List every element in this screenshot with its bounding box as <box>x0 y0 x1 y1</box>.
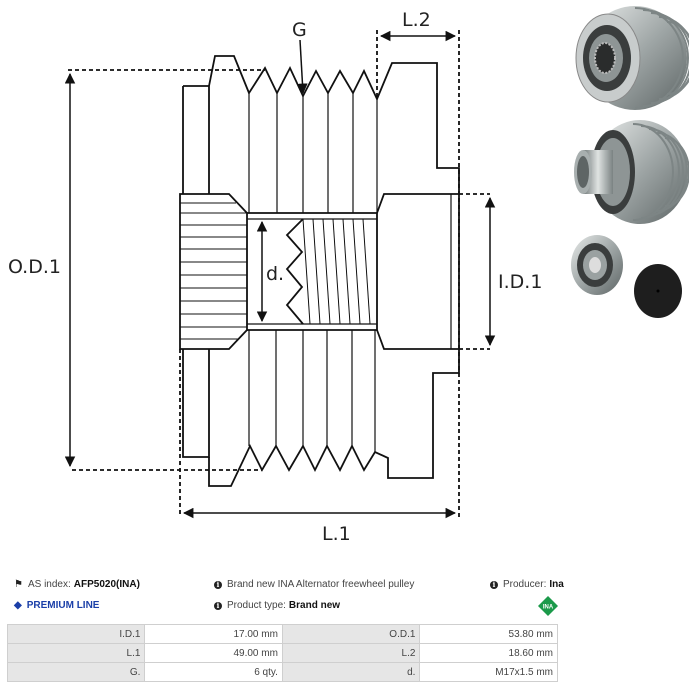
svg-text:INA: INA <box>543 605 554 611</box>
spec-value: 18.60 mm <box>419 643 558 663</box>
product-type-value: Brand new <box>288 600 341 611</box>
spec-key: d. <box>281 662 421 682</box>
spec-key: I.D.1 <box>6 624 146 644</box>
spline-lines <box>180 202 247 340</box>
spec-value: 17.00 mm <box>144 624 283 644</box>
product-type: i Product type: Brand new <box>214 600 340 611</box>
spec-value: M17x1.5 mm <box>419 662 558 682</box>
specs-table: I.D.1 17.00 mm O.D.1 53.80 mm L.1 49.00 … <box>6 624 558 682</box>
bore <box>247 212 378 331</box>
as-index: ⚑ AS index: AFP5020(INA) <box>14 579 140 590</box>
spec-key: L.2 <box>281 643 421 663</box>
spec-value: 6 qty. <box>144 662 283 682</box>
spec-key: L.1 <box>6 643 146 663</box>
technical-drawing: G L.2 O.D.1 I.D.1 d. L.1 <box>8 9 542 545</box>
pulley-side-photo <box>574 120 689 224</box>
extension-lines <box>68 30 490 517</box>
bottom-groove-profile <box>208 349 460 487</box>
label-d: d. <box>266 263 284 285</box>
right-hub <box>376 193 460 350</box>
label-l2: L.2 <box>402 9 431 31</box>
producer-value: Ina <box>549 579 564 590</box>
product-photos <box>571 6 689 318</box>
product-type-label: Product type: <box>227 600 286 611</box>
info-icon: i <box>490 580 498 589</box>
spec-value: 53.80 mm <box>419 624 558 644</box>
table-row: I.D.1 17.00 mm O.D.1 53.80 mm <box>6 624 558 644</box>
product-info: ⚑ AS index: AFP5020(INA) ◆ PREMIUM LINE … <box>0 575 689 620</box>
description-text: Brand new INA Alternator freewheel pulle… <box>227 579 415 590</box>
spline-hub <box>179 193 248 350</box>
diamond-icon: ◆ <box>14 600 22 611</box>
spec-key: O.D.1 <box>281 624 421 644</box>
thread-profile <box>285 218 304 325</box>
premium-line-label: PREMIUM LINE <box>26 600 100 611</box>
ina-logo-icon: INA <box>538 596 558 616</box>
premium-line-badge: ◆ PREMIUM LINE <box>14 600 99 611</box>
spec-key: G. <box>6 662 146 682</box>
producer-label: Producer: <box>503 579 547 590</box>
producer: i Producer: Ina <box>490 579 564 590</box>
label-id1: I.D.1 <box>498 271 542 293</box>
label-g: G <box>292 19 307 41</box>
g-pointer-arrow <box>297 39 308 95</box>
spec-value: 49.00 mm <box>144 643 283 663</box>
table-row: L.1 49.00 mm L.2 18.60 mm <box>6 643 558 663</box>
thread-lines <box>302 218 371 325</box>
table-row: G. 6 qty. d. M17x1.5 mm <box>6 662 558 682</box>
info-icon: i <box>214 580 222 589</box>
tags-icon: ⚑ <box>14 579 23 590</box>
info-icon: i <box>214 601 222 610</box>
top-groove-profile <box>208 55 460 194</box>
label-od1: O.D.1 <box>8 256 61 278</box>
as-index-label: AS index: <box>27 579 71 590</box>
as-index-value: AFP5020(INA) <box>73 579 140 590</box>
description: i Brand new INA Alternator freewheel pul… <box>214 579 414 590</box>
groove-lines <box>248 93 378 452</box>
pulley-front-photo <box>575 6 689 110</box>
label-l1: L.1 <box>322 523 351 545</box>
left-flange <box>182 85 210 458</box>
pulley-back-photo <box>571 235 682 318</box>
